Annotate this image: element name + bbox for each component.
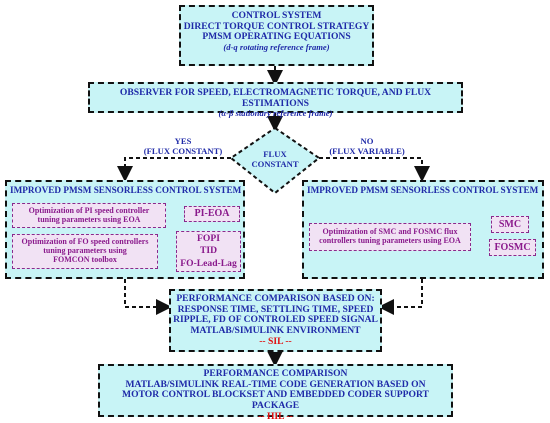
- smc-result: SMC: [491, 216, 529, 233]
- observer-line2: (α-β stationary reference frame): [218, 108, 333, 119]
- left-system-title: IMPROVED PMSM SENSORLESS CONTROL SYSTEM: [10, 185, 242, 195]
- fo-text-line3: FOMCON toolbox: [53, 255, 117, 264]
- sil-line1: PERFORMANCE COMPARISON BASED ON:: [176, 293, 375, 304]
- sil-line4: MATLAB/SIMULINK ENVIRONMENT: [190, 325, 361, 337]
- no-line1: NO: [360, 136, 374, 146]
- sil-line2: RESPONSE TIME, SETTLING TIME, SPEED: [177, 303, 374, 315]
- decision-line1: FLUX: [263, 149, 287, 159]
- no-branch-label: NO (FLUX VARIABLE): [322, 136, 412, 157]
- sil-line3: RIPPLE, FD OF CONTROLED SPEED SIGNAL: [173, 314, 378, 326]
- decision-label: FLUX CONSTANT: [246, 149, 304, 170]
- hil-comparison-box: PERFORMANCE COMPARISON MATLAB/SIMULINK R…: [98, 364, 453, 422]
- control-system-line3: PMSM OPERATING EQUATIONS: [202, 31, 351, 43]
- pi-optimization-box: Optimization of PI speed controller tuni…: [12, 203, 166, 228]
- control-system-line1: CONTROL SYSTEM: [231, 10, 322, 21]
- pi-text-line2: tuning parameters using EOA: [37, 215, 141, 224]
- hil-line3: MOTOR CONTROL BLOCKSET AND EMBEDDED CODE…: [122, 389, 429, 412]
- sil-tag: -- SIL --: [259, 335, 292, 347]
- fosmc-label: FOSMC: [494, 242, 531, 253]
- hil-line1: PERFORMANCE COMPARISON: [203, 368, 348, 379]
- arrow-right-to-sil: [378, 279, 423, 315]
- fopi-label: FOPI: [197, 233, 220, 244]
- arrow-left-to-sil: [124, 279, 172, 315]
- pi-eoa-result: PI-EOA: [184, 206, 240, 222]
- no-line2: (FLUX VARIABLE): [329, 145, 405, 156]
- pi-eoa-label: PI-EOA: [194, 208, 230, 219]
- control-system-line2: DIRECT TORQUE CONTROL STRATEGY: [183, 20, 370, 32]
- control-system-line4: (d-q rotating reference frame): [223, 42, 330, 53]
- fo-text-line2: tuning parameters using: [43, 246, 127, 255]
- fo-text-line1: Optimization of FO speed controllers: [21, 237, 149, 246]
- right-text-line1: Optimization of SMC and FOSMC flux: [322, 227, 458, 236]
- pi-text-line1: Optimization of PI speed controller: [28, 206, 150, 215]
- fo-lead-lag-label: FO-Lead-Lag: [180, 257, 237, 269]
- fo-optimization-box: Optimization of FO speed controllers tun…: [12, 234, 158, 269]
- right-text-line2: controllers tuning parameters using EOA: [319, 236, 461, 245]
- sil-comparison-box: PERFORMANCE COMPARISON BASED ON: RESPONS…: [169, 289, 382, 352]
- hil-line2: MATLAB/SIMULINK REAL-TIME CODE GENERATIO…: [125, 378, 426, 390]
- tid-label: TID: [199, 245, 218, 257]
- hil-tag: -- HIL --: [258, 410, 293, 422]
- control-system-box: CONTROL SYSTEM DIRECT TORQUE CONTROL STR…: [179, 5, 374, 66]
- smc-label: SMC: [498, 219, 522, 230]
- arrow-yes-branch: [117, 157, 231, 182]
- yes-line2: (FLUX CONSTANT): [143, 145, 223, 156]
- observer-box: OBSERVER FOR SPEED, ELECTROMAGNETIC TORQ…: [88, 82, 463, 118]
- yes-line1: YES: [174, 136, 192, 146]
- observer-line1: OBSERVER FOR SPEED, ELECTROMAGNETIC TORQ…: [119, 87, 432, 109]
- fo-results-box: FOPI TID FO-Lead-Lag: [176, 231, 241, 272]
- yes-branch-label: YES (FLUX CONSTANT): [138, 136, 228, 157]
- right-system-title: IMPROVED PMSM SENSORLESS CONTROL SYSTEM: [307, 185, 539, 195]
- smc-optimization-box: Optimization of SMC and FOSMC flux contr…: [309, 223, 471, 251]
- arrow-no-branch: [319, 157, 430, 182]
- fosmc-result: FOSMC: [489, 239, 536, 256]
- decision-diamond: [229, 126, 321, 195]
- decision-line2: CONSTANT: [251, 158, 299, 169]
